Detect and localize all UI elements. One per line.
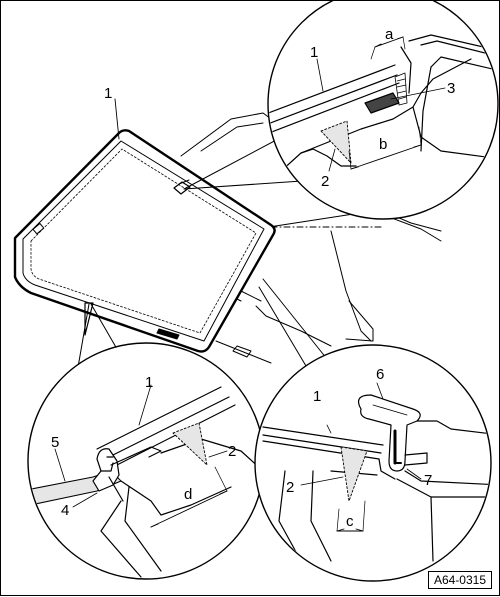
top-detail-label-2: 2 — [321, 173, 329, 190]
figure-reference-code: A64-0315 — [427, 571, 492, 589]
right-detail-dim-c: c — [346, 513, 354, 530]
detail-circle-right: 1 6 7 2 c — [254, 344, 492, 582]
left-detail-label-2: 2 — [228, 443, 236, 460]
windshield-label-1: 1 — [104, 85, 112, 102]
left-detail-label-1: 1 — [145, 374, 153, 391]
left-detail-label-4: 4 — [61, 502, 69, 519]
windshield — [13, 129, 276, 353]
left-detail-dim-d: d — [184, 486, 192, 503]
top-detail-dim-a: a — [385, 26, 394, 43]
left-detail-label-5: 5 — [51, 434, 59, 451]
detail-circle-left: 1 5 2 d 4 — [27, 342, 265, 580]
top-detail-label-3: 3 — [447, 80, 455, 97]
right-detail-label-6: 6 — [376, 366, 384, 383]
right-detail-label-7: 7 — [424, 472, 432, 489]
detail-circle-top: 1 a 3 b 2 — [267, 1, 499, 220]
right-detail-label-1: 1 — [313, 388, 321, 405]
top-detail-label-1: 1 — [310, 44, 318, 61]
right-detail-label-2: 2 — [286, 479, 294, 496]
windshield-leader — [114, 98, 120, 140]
top-detail-dim-b: b — [379, 136, 387, 153]
